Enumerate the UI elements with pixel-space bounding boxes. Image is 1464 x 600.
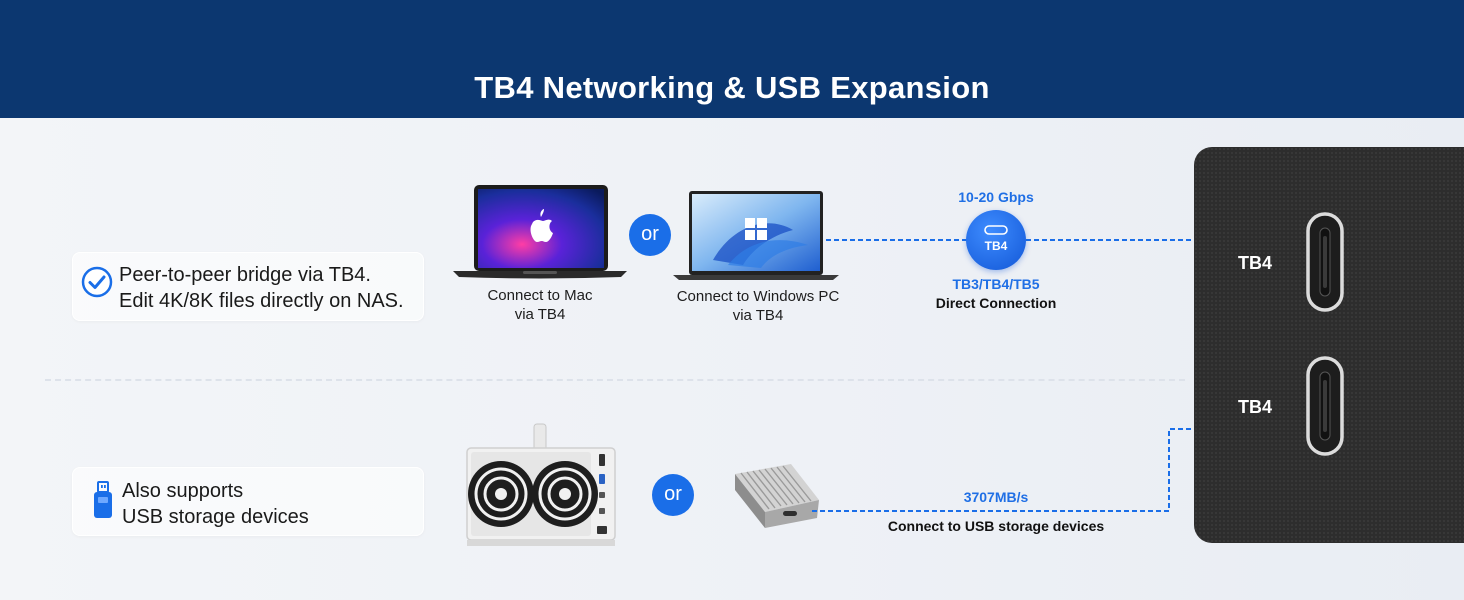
tb4-speed-label: 10-20 Gbps (958, 189, 1034, 205)
feature-card-usb-storage: Also supports USB storage devices (72, 467, 424, 536)
feature-line-2: Edit 4K/8K files directly on NAS. (119, 290, 404, 312)
macbook-image (453, 185, 627, 279)
mac-caption-line-1: Connect to Mac (487, 287, 593, 304)
pc-caption: Connect to Windows PC via TB4 (665, 287, 851, 325)
usb-feature-line-2: USB storage devices (122, 506, 309, 528)
ssd-enclosure-image (735, 464, 819, 528)
feature-card-peer-to-peer: Peer-to-peer bridge via TB4. Edit 4K/8K … (72, 252, 424, 321)
tb4-badge: TB4 (966, 210, 1026, 270)
row-divider (45, 379, 1185, 381)
device-panel: TB4 TB4 (1194, 147, 1464, 543)
or-badge-row2: or (652, 474, 694, 516)
or-badge-row1: or (629, 214, 671, 256)
usb-c-port-2 (1306, 356, 1344, 456)
feature-line-1: Peer-to-peer bridge via TB4. (119, 264, 371, 286)
tb-protocols-label: TB3/TB4/TB5 (952, 276, 1040, 292)
usb-drive-icon (94, 481, 112, 518)
usb-speed-label: 3707MB/s (963, 489, 1029, 505)
usb-c-port-1 (1306, 212, 1344, 312)
direct-connection-label: Direct Connection (935, 295, 1057, 311)
usb-feature-line-1: Also supports (122, 480, 244, 502)
pc-caption-line-2: via TB4 (732, 307, 784, 324)
tb4-badge-label: TB4 (984, 239, 1008, 253)
port-label-1: TB4 (1238, 253, 1273, 273)
page-title: TB4 Networking & USB Expansion (474, 70, 990, 105)
usb-c-port-icon (984, 225, 1008, 235)
windows-laptop-image (673, 191, 839, 280)
port-label-2: TB4 (1238, 397, 1273, 417)
usb-connection-label: Connect to USB storage devices (887, 518, 1105, 534)
mac-caption-line-2: via TB4 (514, 306, 566, 323)
mac-caption: Connect to Mac via TB4 (453, 286, 627, 324)
header-banner: TB4 Networking & USB Expansion (0, 0, 1464, 118)
check-circle-icon (81, 266, 113, 298)
pc-caption-line-1: Connect to Windows PC (676, 288, 840, 305)
nas-enclosure-image (466, 423, 616, 546)
